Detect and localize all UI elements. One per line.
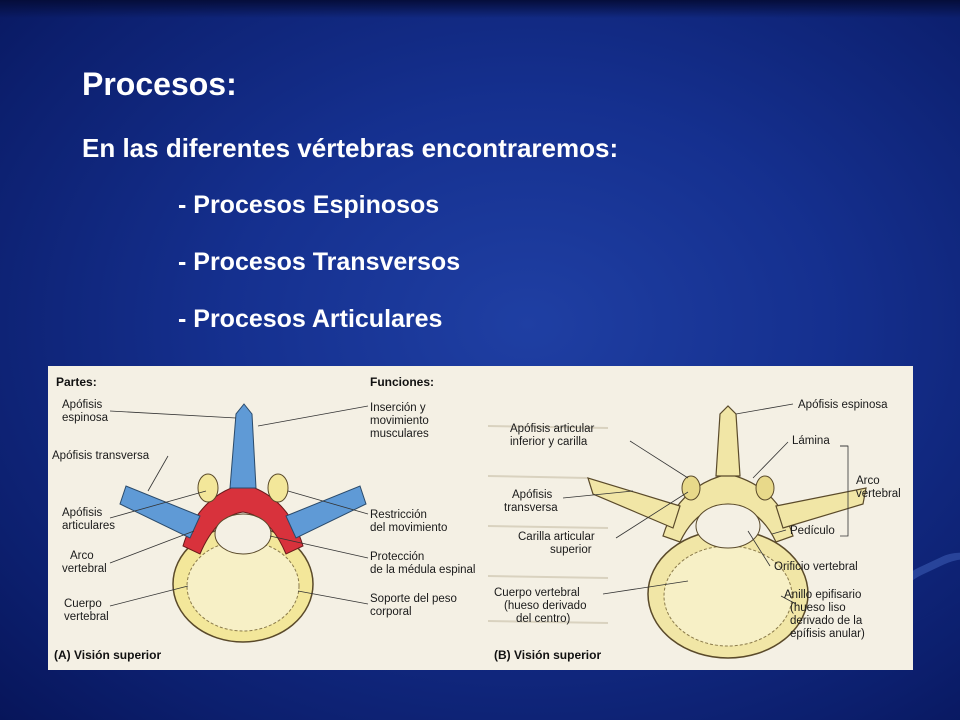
- svg-text:del movimiento: del movimiento: [370, 522, 447, 534]
- label-insercion: Inserción y: [370, 402, 426, 414]
- svg-text:del centro): del centro): [516, 613, 571, 625]
- svg-text:inferior y carilla: inferior y carilla: [510, 436, 588, 448]
- svg-text:derivado de la: derivado de la: [790, 615, 863, 627]
- label-b-apofisis-espinosa: Apófisis espinosa: [798, 399, 888, 411]
- label-restriccion: Restricción: [370, 509, 427, 521]
- svg-text:espinosa: espinosa: [62, 412, 109, 424]
- top-shadow-bar: [0, 0, 960, 18]
- bullet-item: - Procesos Transversos: [178, 248, 461, 276]
- slide-intro: En las diferentes vértebras encontraremo…: [82, 133, 619, 163]
- label-proteccion: Protección: [370, 551, 424, 563]
- svg-text:vertebral: vertebral: [62, 563, 107, 575]
- bullet-item: - Procesos Articulares: [178, 305, 443, 333]
- svg-text:de la médula espinal: de la médula espinal: [370, 564, 476, 576]
- svg-text:corporal: corporal: [370, 606, 412, 618]
- vertebra-figure: Partes: Apófisis espinosa Apófisis trans…: [48, 366, 913, 670]
- label-b-anillo-epifisario: Anillo epifisario: [784, 589, 861, 601]
- bullet-item: - Procesos Espinosos: [178, 191, 440, 219]
- panel-a-vertebra: [119, 403, 367, 643]
- svg-text:transversa: transversa: [504, 502, 558, 514]
- label-apofisis-espinosa: Apófisis: [62, 399, 103, 411]
- svg-text:vertebral: vertebral: [856, 488, 901, 500]
- label-b-apofisis-transversa: Apófisis: [512, 489, 553, 501]
- label-soporte: Soporte del peso: [370, 593, 457, 605]
- label-apofisis-articulares: Apófisis: [62, 507, 103, 519]
- label-cuerpo-vertebral: Cuerpo: [64, 598, 102, 610]
- parts-header: Partes:: [56, 375, 97, 389]
- label-b-apofisis-articular: Apófisis articular: [510, 423, 595, 435]
- functions-header: Funciones:: [370, 375, 434, 389]
- svg-text:vertebral: vertebral: [64, 611, 109, 623]
- label-b-carilla-articular: Carilla articular: [518, 531, 595, 543]
- label-apofisis-transversa: Apófisis transversa: [52, 450, 150, 462]
- panel-a-leaders: [109, 405, 369, 607]
- panel-b-vertebra: [587, 405, 867, 659]
- label-b-orificio-vertebral: Orificio vertebral: [774, 561, 858, 573]
- svg-text:epífisis anular): epífisis anular): [790, 628, 865, 640]
- svg-text:movimiento: movimiento: [370, 415, 429, 427]
- svg-text:superior: superior: [550, 544, 592, 556]
- label-b-pediculo: Pedículo: [790, 525, 835, 537]
- label-b-arco-vertebral: Arco: [856, 475, 880, 487]
- caption-a: (A) Visión superior: [54, 648, 161, 662]
- panel-a-labels: Partes: Apófisis espinosa Apófisis trans…: [52, 375, 476, 662]
- svg-text:(hueso liso: (hueso liso: [790, 602, 846, 614]
- panel-b-leaders: [562, 403, 849, 605]
- label-b-cuerpo-vertebral: Cuerpo vertebral: [494, 587, 580, 599]
- svg-text:articulares: articulares: [62, 520, 115, 532]
- slide-title: Procesos:: [82, 66, 237, 102]
- vertebra-illustration: Partes: Apófisis espinosa Apófisis trans…: [48, 366, 913, 670]
- svg-text:musculares: musculares: [370, 428, 429, 440]
- label-b-lamina: Lámina: [792, 435, 830, 447]
- svg-text:(hueso derivado: (hueso derivado: [504, 600, 586, 612]
- panel-b-labels: Apófisis espinosa Apófisis articular inf…: [494, 399, 901, 662]
- caption-b: (B) Visión superior: [494, 648, 601, 662]
- label-arco-vertebral: Arco: [70, 550, 94, 562]
